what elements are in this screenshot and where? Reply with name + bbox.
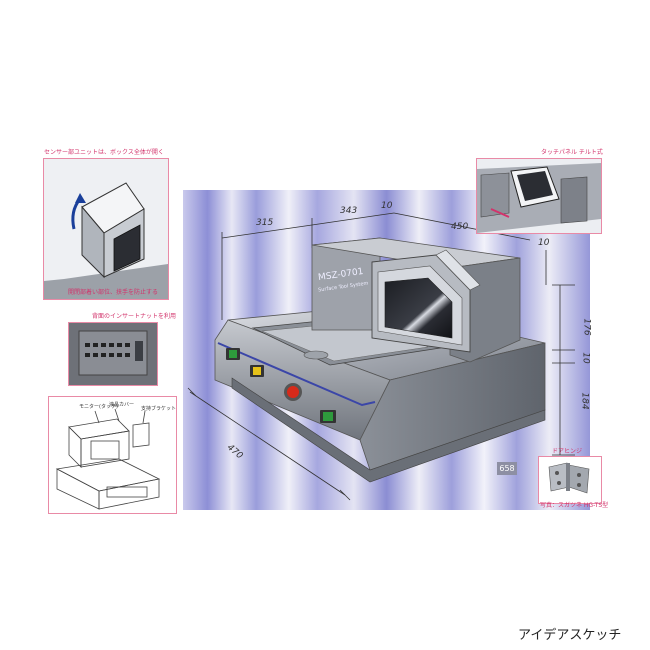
dim-10-right: 10 [538, 238, 550, 248]
dim-10-mid: 10 [580, 352, 591, 364]
sketch-label-c: 支持ブラケット [141, 406, 177, 412]
inset-tilt-panel [476, 158, 602, 234]
green-button-right[interactable] [323, 412, 333, 421]
green-button-left[interactable] [229, 350, 237, 358]
page-number: 658 [497, 462, 517, 475]
sketch-label-b: 液晶カバー [109, 402, 135, 408]
inset-sensor-unit [43, 158, 169, 300]
note-hinge: ドアヒンジ [552, 448, 583, 455]
emergency-stop-button[interactable] [287, 386, 299, 398]
sensor-unit-sketch [44, 159, 168, 299]
dim-450: 450 [451, 222, 469, 232]
yellow-button[interactable] [253, 367, 261, 375]
tank-drain [303, 350, 329, 360]
pencil-sketch [55, 408, 161, 510]
note-sensor-unit: センサー部ユニットは、ボックス全体が開く [44, 149, 164, 156]
inset-pencil-sketch: モニター(タッチ) 液晶カバー 支持ブラケット [48, 396, 177, 514]
inset-insert-nut [68, 322, 158, 386]
blue-trim [217, 342, 376, 407]
monitor-frame-top [435, 249, 481, 291]
figure-caption: アイデアスケッチ [518, 628, 622, 643]
dim-184: 184 [579, 392, 590, 410]
dim-10-top: 10 [381, 201, 393, 211]
sketch-label-a: モニター(タッチ) [79, 404, 118, 410]
cabinet-plinth [231, 377, 546, 483]
dimension-lines [187, 212, 575, 501]
tilt-panel-sketch [477, 159, 601, 233]
inset-hinge [538, 456, 602, 504]
hinge-photo [548, 462, 590, 494]
dim-315: 315 [256, 218, 274, 228]
cabinet-side [359, 342, 546, 471]
note-sensor-bottom: 開閉部着い部位、挟手を防止する [68, 289, 159, 296]
note-hinge-photo: 写真：スガツネ HG-TS型 [540, 502, 609, 509]
dim-343: 343 [340, 206, 358, 216]
insert-nut-photo [69, 323, 157, 385]
monitor-screen[interactable] [384, 277, 453, 339]
dim-176: 176 [581, 318, 592, 336]
note-insert-nut: 背面のインサートナットを利用 [92, 313, 177, 320]
note-tilt-panel: タッチパネル チルト式 [541, 149, 603, 156]
